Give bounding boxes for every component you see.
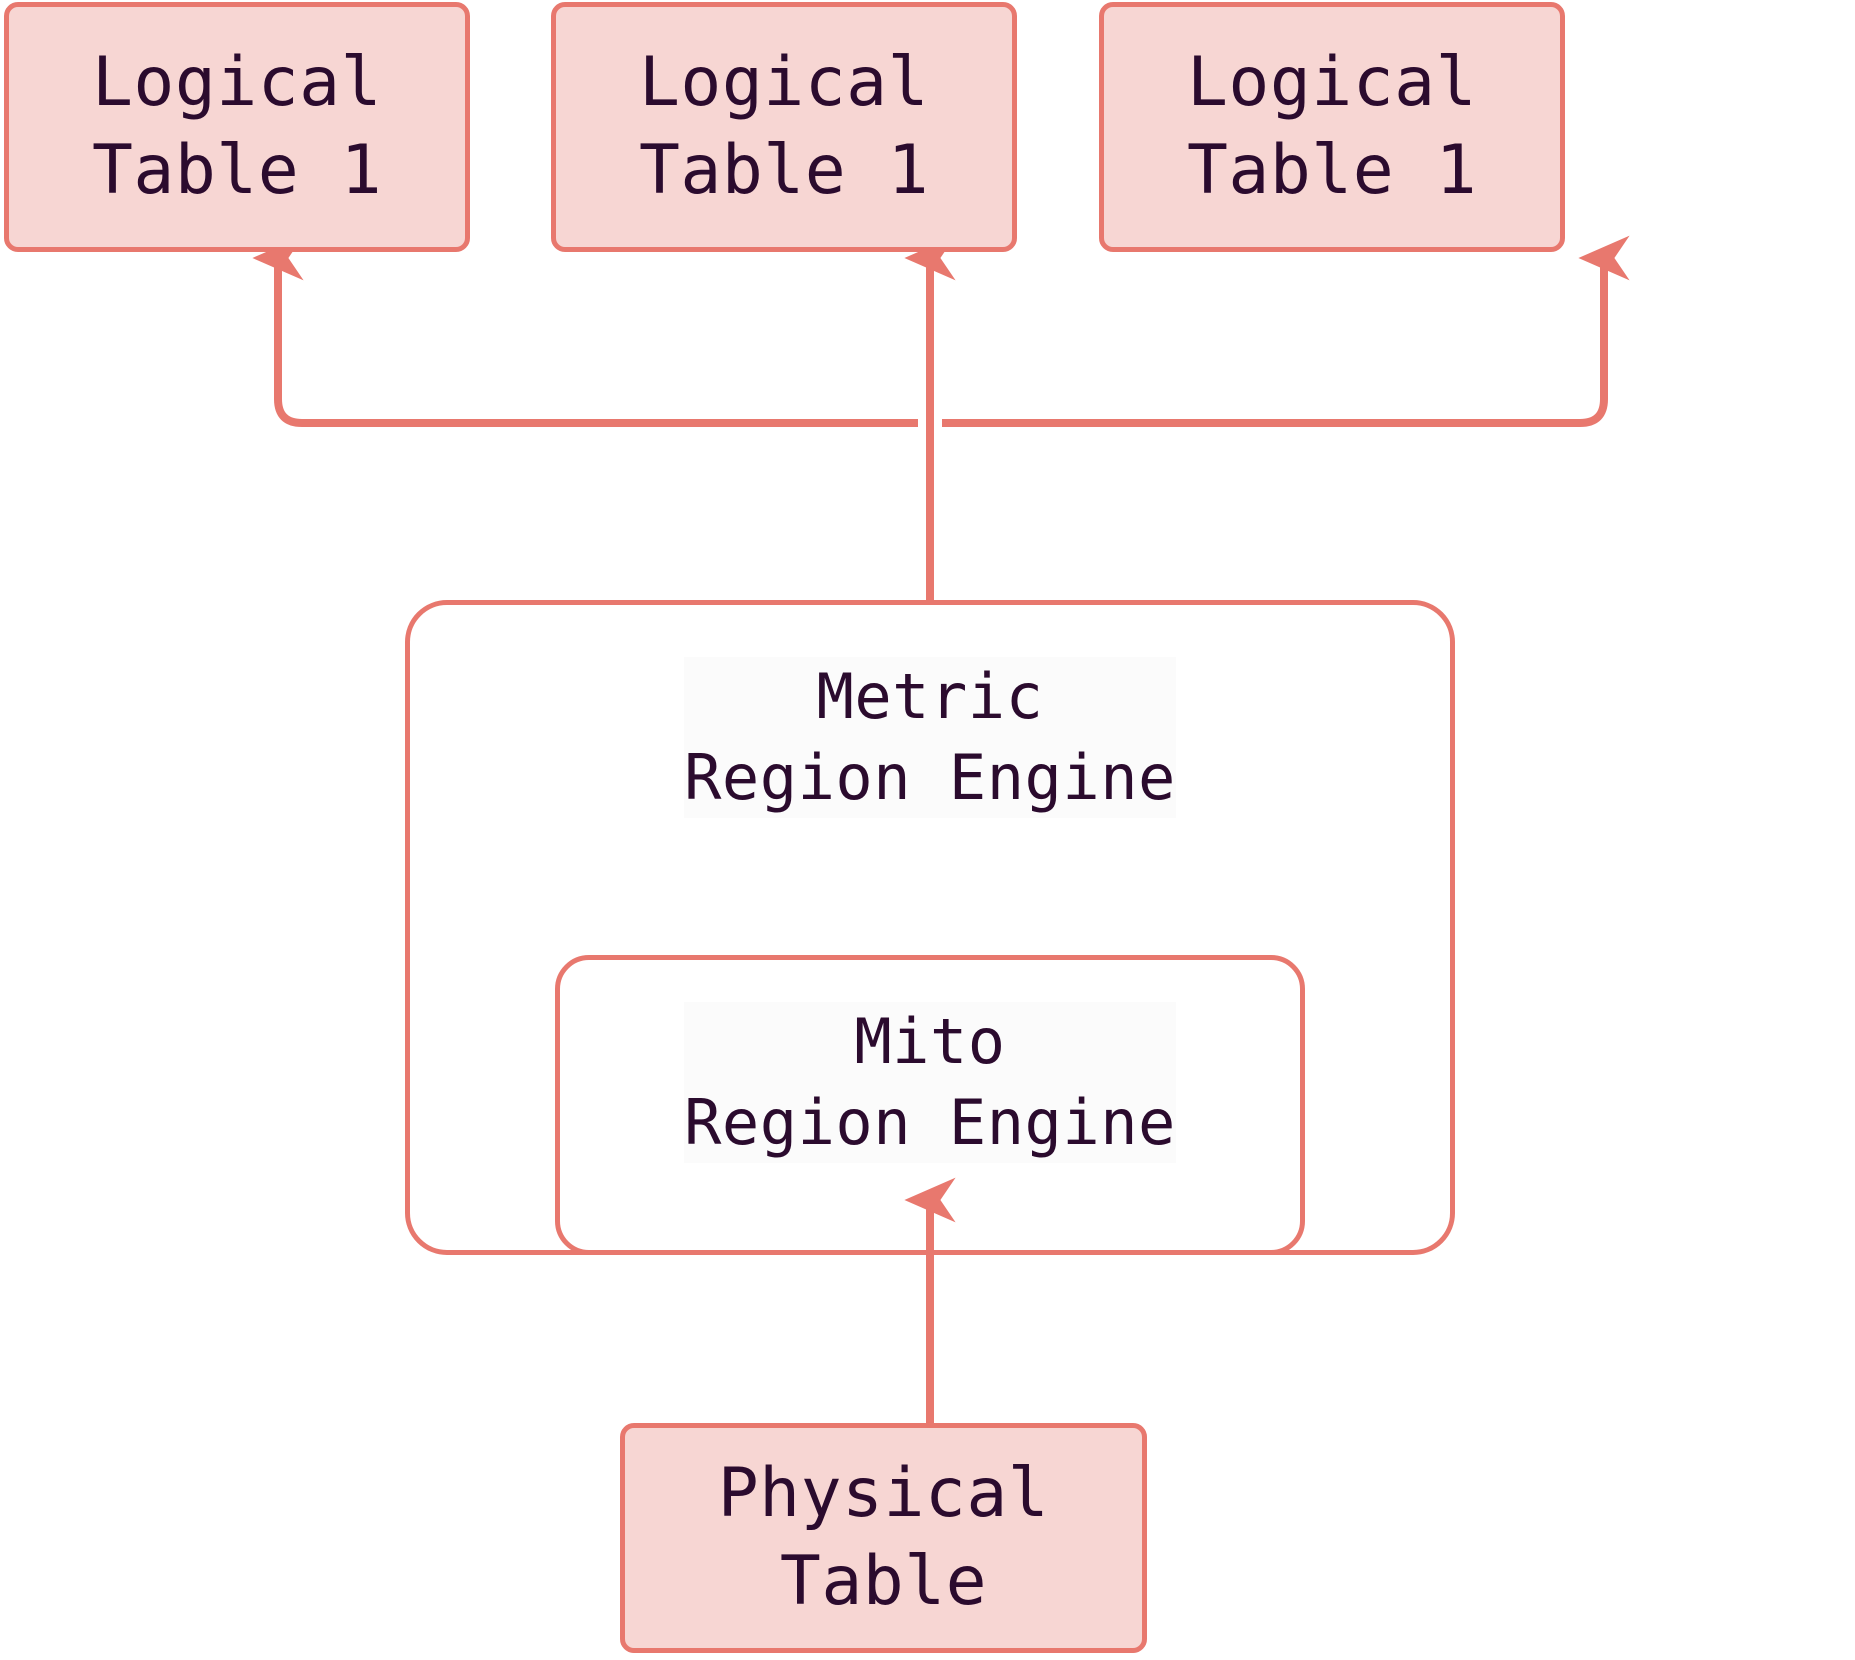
node-logical-table-1[interactable]: Logical Table 1: [4, 2, 470, 252]
node-logical-table-3[interactable]: Logical Table 1: [1099, 2, 1565, 252]
edge-metric-to-logical-table-1: [252, 235, 918, 427]
node-mito-region-engine[interactable]: Mito Region Engine: [555, 955, 1305, 1255]
node-label: Mito Region Engine: [684, 1002, 1176, 1164]
node-label: Metric Region Engine: [684, 657, 1176, 819]
edge-metric-to-logical-table-3: [942, 235, 1630, 427]
node-physical-table[interactable]: Physical Table: [620, 1423, 1147, 1653]
node-label: Physical Table: [717, 1453, 1050, 1621]
node-label: Logical Table 1: [1186, 42, 1478, 210]
node-label: Logical Table 1: [638, 42, 930, 210]
node-logical-table-2[interactable]: Logical Table 1: [551, 2, 1017, 252]
node-metric-region-engine[interactable]: Metric Region Engine: [405, 600, 1455, 1255]
node-label: Logical Table 1: [91, 42, 383, 210]
